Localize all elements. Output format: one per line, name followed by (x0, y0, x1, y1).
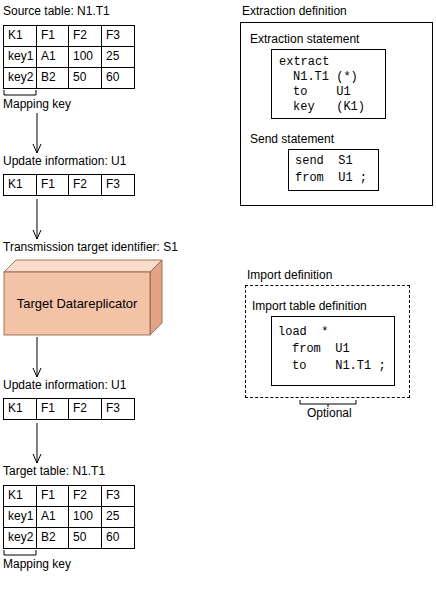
table-cell: 25 (101, 506, 135, 528)
table-cell: F3 (101, 25, 135, 47)
mapping-key-label: Mapping key (3, 557, 71, 572)
mapping-key-bracket (4, 550, 36, 555)
table-block: Source table: N1.T1K1F1F2F3 key1A110025 ke… (3, 4, 134, 112)
table-cell: B2 (36, 67, 69, 89)
mapping-key-bracket (4, 90, 36, 95)
heading-text: Extraction definition (242, 4, 347, 19)
table-cell: A1 (36, 506, 69, 528)
cube-front (4, 272, 150, 335)
table-block: Target table: N1.T1K1F1F2F3 key1A110025 ke… (3, 464, 134, 572)
table-cell: 60 (101, 67, 135, 89)
cube-top (4, 260, 162, 272)
table-cell: 50 (68, 527, 102, 549)
code-line: to U1 (293, 85, 351, 100)
code-line: from U1 (292, 342, 350, 357)
flow-arrow (33, 337, 41, 377)
table-cell: K1 (3, 25, 37, 47)
arrow-line (37, 423, 38, 463)
optional-bracket (300, 400, 356, 407)
heading-text: Send statement (250, 132, 334, 147)
table-cell: F2 (68, 398, 102, 420)
table-cell: 25 (101, 46, 135, 68)
table-cell: K1 (3, 174, 37, 196)
statement-box: Import table definitionload *from U1to N… (271, 316, 395, 386)
table-cell: 100 (68, 46, 102, 68)
table-cell: key2 (3, 527, 37, 549)
arrow-line (37, 199, 38, 239)
heading-text: Transmission target identifier: S1 (3, 240, 178, 255)
note-label: Optional (307, 406, 352, 421)
code-line: extract (279, 55, 329, 70)
table-cell: F3 (101, 174, 135, 196)
optional-frame: Import definitionImport table definition… (245, 285, 410, 398)
table-cell: F1 (36, 485, 69, 507)
table-cell: 60 (101, 527, 135, 549)
definition-frame: Extraction definitionExtraction statemen… (240, 22, 433, 206)
table-cell: F2 (68, 25, 102, 47)
table-cell: F2 (68, 485, 102, 507)
table-cell: F3 (101, 485, 135, 507)
code-line: to N1.T1 ; (292, 359, 386, 374)
table-cell: A1 (36, 46, 69, 68)
cube-side (150, 260, 162, 335)
table-cell: key1 (3, 46, 37, 68)
table-cell: F1 (36, 25, 69, 47)
heading-text: Extraction statement (250, 32, 359, 47)
arrow-head (33, 368, 41, 377)
table-cell: K1 (3, 485, 37, 507)
code-line: key (K1) (293, 100, 365, 115)
flow-arrow (33, 423, 41, 463)
table-cell: 100 (68, 506, 102, 528)
table-cell: 50 (68, 67, 102, 89)
code-line: from U1 ; (295, 171, 367, 186)
arrow-head (33, 144, 41, 153)
heading-text: Import table definition (252, 299, 367, 314)
table-block: Update information: U1 K1F1F2F3 (3, 378, 134, 422)
heading-text: Update information: U1 (3, 154, 126, 169)
arrow-line (37, 113, 38, 153)
arrow-line (37, 337, 38, 377)
table-cell: F2 (68, 174, 102, 196)
code-line: send S1 (295, 154, 353, 169)
arrow-head (33, 454, 41, 463)
table-cell: key2 (3, 67, 37, 89)
table-block: Update information: U1 K1F1F2F3 (3, 154, 134, 198)
flow-arrow (33, 113, 41, 153)
table-cell: F1 (36, 174, 69, 196)
table-cell: key1 (3, 506, 37, 528)
code-line: load * (278, 325, 328, 340)
heading-text: Import definition (247, 268, 332, 283)
flow-arrow (33, 199, 41, 239)
code-line: N1.T1 (*) (293, 70, 358, 85)
table-cell: B2 (36, 527, 69, 549)
arrow-head (33, 230, 41, 239)
mapping-key-label: Mapping key (3, 97, 71, 112)
statement-box: Send statementsend S1from U1 ; (288, 149, 379, 191)
heading-text: Update information: U1 (3, 378, 126, 393)
heading-text: Source table: N1.T1 (3, 4, 110, 19)
cube-outline (3, 240, 164, 336)
heading-text: Target table: N1.T1 (3, 464, 105, 479)
datareplicator-box: Transmission target identifier: S1Target… (3, 240, 164, 336)
statement-box: Extraction statementextractN1.T1 (*)to U… (271, 49, 386, 119)
box-label: Target Datareplicator (4, 272, 150, 335)
table-cell: F3 (101, 398, 135, 420)
table-cell: K1 (3, 398, 37, 420)
table-cell: F1 (36, 398, 69, 420)
